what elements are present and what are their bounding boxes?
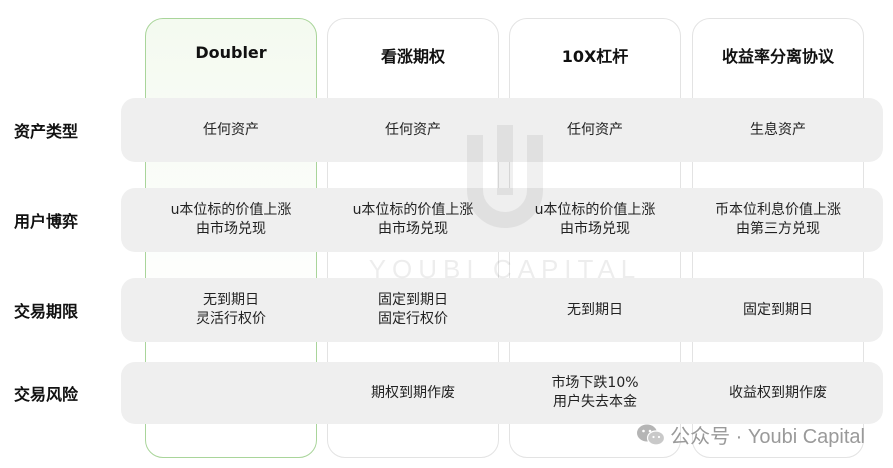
cell-line: 任何资产 — [203, 121, 259, 138]
column-header-doubler: Doubler — [195, 43, 267, 62]
cell-line: 币本位利息价值上涨 — [715, 202, 841, 218]
cell-line: 用户失去本金 — [553, 394, 637, 410]
table-cell: u本位标的价值上涨由市场兑现 — [509, 188, 681, 252]
cell-line: 灵活行权价 — [196, 311, 266, 327]
row-label-trade-term: 交易期限 — [14, 302, 79, 321]
table-cell: 任何资产 — [145, 98, 317, 162]
wechat-account-name: 公众号 · Youbi Capital — [670, 426, 865, 448]
table-cell: u本位标的价值上涨由市场兑现 — [327, 188, 499, 252]
table-cell: 任何资产 — [327, 98, 499, 162]
cell-line: 市场下跌10% — [551, 375, 639, 391]
cell-line: u本位标的价值上涨 — [170, 202, 292, 218]
cell-line: 任何资产 — [567, 121, 623, 138]
row-label-trade-risk: 交易风险 — [14, 385, 79, 404]
cell-line: 固定到期日 — [743, 301, 813, 318]
table-cell: 任何资产 — [509, 98, 681, 162]
column-header-call-option: 看涨期权 — [380, 47, 445, 66]
cell-line: u本位标的价值上涨 — [534, 202, 656, 218]
row-band-asset-type — [121, 98, 883, 162]
table-cell: u本位标的价值上涨由市场兑现 — [145, 188, 317, 252]
cell-line: 固定行权价 — [378, 311, 448, 327]
table-cell: 收益权到期作废 — [692, 362, 864, 424]
cell-line: 由第三方兑现 — [736, 221, 820, 237]
wechat-icon — [637, 424, 666, 446]
cell-line: 由市场兑现 — [560, 221, 630, 237]
column-header-10x-leverage: 10X杠杆 — [561, 47, 629, 66]
cell-line: 无到期日 — [567, 301, 623, 318]
table-cell: 固定到期日 — [692, 278, 864, 342]
row-band-user-bet — [121, 188, 883, 252]
cell-line: 固定到期日 — [378, 292, 448, 308]
cell-line: 收益权到期作废 — [729, 384, 827, 401]
column-header-yield-separation: 收益率分离协议 — [721, 47, 834, 66]
table-cell: 生息资产 — [692, 98, 864, 162]
cell-line: 任何资产 — [385, 121, 441, 138]
row-band-trade-term — [121, 278, 883, 342]
cell-line: 由市场兑现 — [378, 221, 448, 237]
cell-line: 期权到期作废 — [371, 384, 455, 401]
table-cell: 期权到期作废 — [327, 362, 499, 424]
table-cell: 市场下跌10% 用户失去本金 — [509, 362, 681, 424]
table-cell: 币本位利息价值上涨由第三方兑现 — [692, 188, 864, 252]
wechat-account-mark: 公众号 · Youbi Capital — [636, 420, 865, 449]
table-cell: 固定到期日固定行权价 — [327, 278, 499, 342]
cell-line: 生息资产 — [750, 121, 806, 138]
table-cell: 无到期日灵活行权价 — [145, 278, 317, 342]
table-cell-empty — [145, 362, 317, 424]
row-label-user-bet: 用户博弈 — [14, 212, 79, 231]
table-cell: 无到期日 — [509, 278, 681, 342]
cell-line: 无到期日 — [203, 292, 259, 308]
cell-line: 由市场兑现 — [196, 221, 266, 237]
row-label-asset-type: 资产类型 — [14, 122, 79, 141]
cell-line: u本位标的价值上涨 — [352, 202, 474, 218]
row-band-trade-risk — [121, 362, 883, 424]
